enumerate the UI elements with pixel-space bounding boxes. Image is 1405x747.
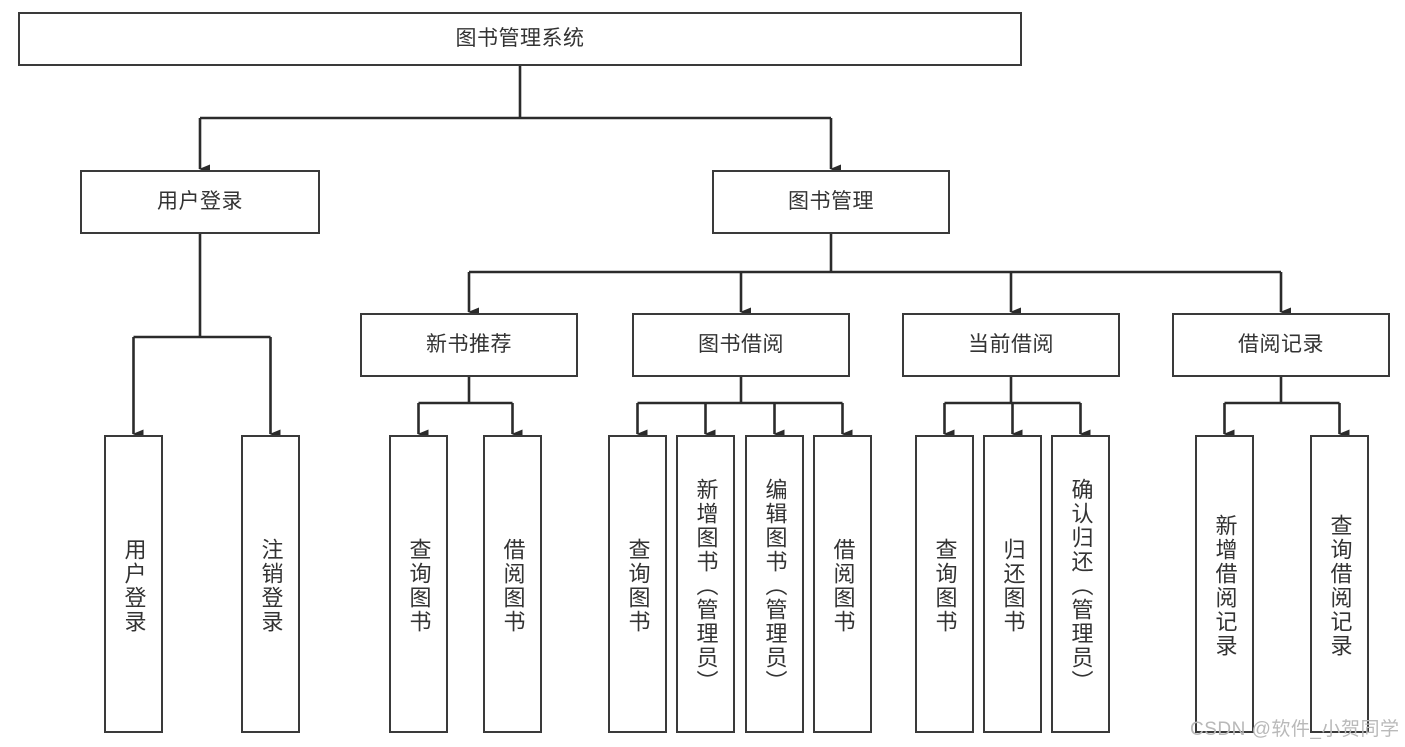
node-box-leaf-query-book-3[interactable]: 查询图书 — [915, 435, 974, 733]
node-label-leaf-logout: 注销登录 — [258, 538, 284, 634]
node-box-book-borrow[interactable]: 图书借阅 — [632, 313, 850, 377]
node-box-leaf-query-book-2[interactable]: 查询图书 — [608, 435, 667, 733]
node-box-current-borrow[interactable]: 当前借阅 — [902, 313, 1120, 377]
node-box-leaf-borrow-book-1[interactable]: 借阅图书 — [483, 435, 542, 733]
node-box-leaf-add-record[interactable]: 新增借阅记录 — [1195, 435, 1254, 733]
node-box-book-manage[interactable]: 图书管理 — [712, 170, 950, 234]
node-box-leaf-confirm-ret[interactable]: 确认归还（管理员） — [1051, 435, 1110, 733]
node-box-leaf-query-record[interactable]: 查询借阅记录 — [1310, 435, 1369, 733]
node-label-leaf-borrow-book-1: 借阅图书 — [500, 538, 526, 634]
node-label-book-manage: 图书管理 — [788, 189, 874, 213]
node-label-root: 图书管理系统 — [455, 26, 585, 50]
csdn-watermark: CSDN @软件_小贺同学 — [1190, 719, 1400, 740]
node-label-leaf-query-book-1: 查询图书 — [406, 538, 432, 634]
node-label-leaf-query-record: 查询借阅记录 — [1327, 514, 1353, 658]
node-label-leaf-edit-book: 编辑图书（管理员） — [762, 478, 788, 694]
node-label-leaf-borrow-book-2: 借阅图书 — [830, 538, 856, 634]
node-label-new-book-rec: 新书推荐 — [426, 332, 512, 356]
node-box-leaf-user-login[interactable]: 用户登录 — [104, 435, 163, 733]
node-label-leaf-user-login: 用户登录 — [121, 538, 147, 634]
node-box-leaf-return-book[interactable]: 归还图书 — [983, 435, 1042, 733]
node-box-borrow-record[interactable]: 借阅记录 — [1172, 313, 1390, 377]
node-label-user-login: 用户登录 — [157, 189, 243, 213]
node-box-leaf-add-book[interactable]: 新增图书（管理员） — [676, 435, 735, 733]
node-label-leaf-add-book: 新增图书（管理员） — [693, 478, 719, 694]
node-box-new-book-rec[interactable]: 新书推荐 — [360, 313, 578, 377]
node-label-leaf-return-book: 归还图书 — [1000, 538, 1026, 634]
node-label-leaf-confirm-ret: 确认归还（管理员） — [1068, 478, 1094, 694]
connector-layer — [132, 66, 1350, 439]
node-label-leaf-add-record: 新增借阅记录 — [1212, 514, 1238, 658]
node-box-user-login[interactable]: 用户登录 — [80, 170, 320, 234]
node-box-leaf-edit-book[interactable]: 编辑图书（管理员） — [745, 435, 804, 733]
node-label-leaf-query-book-3: 查询图书 — [932, 538, 958, 634]
node-box-leaf-query-book-1[interactable]: 查询图书 — [389, 435, 448, 733]
node-box-leaf-logout[interactable]: 注销登录 — [241, 435, 300, 733]
node-box-root[interactable]: 图书管理系统 — [18, 12, 1022, 66]
node-label-borrow-record: 借阅记录 — [1238, 332, 1324, 356]
node-label-current-borrow: 当前借阅 — [968, 332, 1054, 356]
node-label-book-borrow: 图书借阅 — [698, 332, 784, 356]
node-box-leaf-borrow-book-2[interactable]: 借阅图书 — [813, 435, 872, 733]
node-label-leaf-query-book-2: 查询图书 — [625, 538, 651, 634]
